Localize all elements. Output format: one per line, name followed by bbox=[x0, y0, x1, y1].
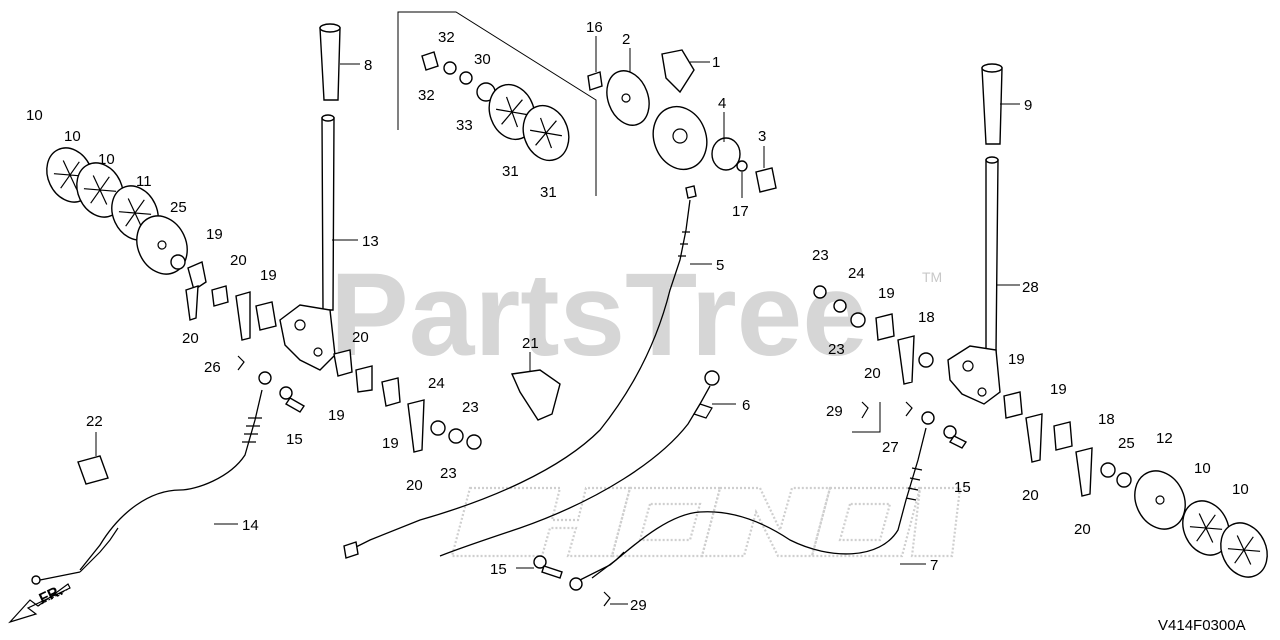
callout-19b: 19 bbox=[260, 267, 277, 284]
honda-logo-watermark bbox=[450, 486, 962, 558]
leader-lines bbox=[95, 36, 1020, 605]
callout-20c: 20 bbox=[352, 329, 369, 346]
callout-23a: 23 bbox=[462, 399, 479, 416]
lever-pivot-assembly-left bbox=[279, 304, 336, 371]
callout-17: 17 bbox=[732, 203, 749, 220]
forward-arrow-icon bbox=[8, 583, 71, 624]
callout-25b: 25 bbox=[1118, 435, 1135, 452]
callout-6: 6 bbox=[742, 397, 750, 414]
callout-20a: 20 bbox=[182, 330, 199, 347]
callout-15c: 15 bbox=[954, 479, 971, 496]
callout-16: 16 bbox=[586, 19, 603, 36]
choke-knob-assembly bbox=[587, 49, 777, 193]
callout-10c: 10 bbox=[98, 151, 115, 168]
figure-code: V414F0300A bbox=[1158, 617, 1246, 634]
callout-10a: 10 bbox=[26, 107, 43, 124]
plates-washers-right bbox=[813, 285, 1132, 497]
kit-parts-30-33 bbox=[421, 51, 570, 162]
callout-12: 12 bbox=[1156, 430, 1173, 447]
callout-14: 14 bbox=[242, 517, 259, 534]
callout-19a: 19 bbox=[206, 226, 223, 243]
trademark-mark: TM bbox=[922, 269, 942, 285]
cable-clamp-21 bbox=[510, 369, 561, 421]
callout-29a: 29 bbox=[826, 403, 843, 420]
callout-labels: 1 2 3 4 5 6 7 8 9 10 10 10 10 10 11 12 1… bbox=[26, 19, 1249, 614]
callout-10d: 10 bbox=[1194, 460, 1211, 477]
clip-26 bbox=[237, 355, 245, 371]
callout-24b: 24 bbox=[848, 265, 865, 282]
callout-5: 5 bbox=[716, 257, 724, 274]
throttle-lever-right bbox=[985, 156, 999, 353]
callout-19g: 19 bbox=[1050, 381, 1067, 398]
callout-8: 8 bbox=[364, 57, 372, 74]
callout-15b: 15 bbox=[490, 561, 507, 578]
clip-27 bbox=[905, 401, 913, 417]
callout-27: 27 bbox=[882, 439, 899, 456]
plates-washers-left bbox=[170, 254, 482, 453]
callout-19d: 19 bbox=[382, 435, 399, 452]
callout-18b: 18 bbox=[1098, 411, 1115, 428]
callout-3: 3 bbox=[758, 128, 766, 145]
callout-4: 4 bbox=[718, 95, 726, 112]
watermark-text: PartsTree bbox=[330, 249, 868, 381]
callout-26: 26 bbox=[204, 359, 221, 376]
cable-7 bbox=[569, 411, 935, 591]
callout-10b: 10 bbox=[64, 128, 81, 145]
callout-2: 2 bbox=[622, 31, 630, 48]
callout-31b: 31 bbox=[540, 184, 557, 201]
callout-19c: 19 bbox=[328, 407, 345, 424]
callout-25a: 25 bbox=[170, 199, 187, 216]
callout-20g: 20 bbox=[1074, 521, 1091, 538]
callout-9: 9 bbox=[1024, 97, 1032, 114]
friction-discs-right bbox=[1134, 470, 1268, 578]
callout-28: 28 bbox=[1022, 279, 1039, 296]
lever-grip-right bbox=[981, 63, 1003, 145]
lever-grip-left bbox=[319, 23, 341, 101]
callout-19f: 19 bbox=[1008, 351, 1025, 368]
callout-23d: 23 bbox=[828, 341, 845, 358]
friction-discs-left bbox=[46, 147, 188, 275]
bolt-15-left bbox=[279, 386, 305, 413]
callout-30: 30 bbox=[474, 51, 491, 68]
clip-29-right bbox=[852, 401, 881, 433]
callout-29b: 29 bbox=[630, 597, 647, 614]
callout-7: 7 bbox=[930, 557, 938, 574]
cable-clip-22 bbox=[77, 455, 109, 485]
callout-19e: 19 bbox=[878, 285, 895, 302]
callout-32a: 32 bbox=[438, 29, 455, 46]
direction-label: FR. bbox=[37, 582, 66, 608]
callout-15a: 15 bbox=[286, 431, 303, 448]
callout-31a: 31 bbox=[502, 163, 519, 180]
callout-1: 1 bbox=[712, 54, 720, 71]
callout-33: 33 bbox=[456, 117, 473, 134]
callout-13: 13 bbox=[362, 233, 379, 250]
clip-29-bottom bbox=[603, 591, 611, 607]
callout-22: 22 bbox=[86, 413, 103, 430]
callout-23b: 23 bbox=[440, 465, 457, 482]
callout-24a: 24 bbox=[428, 375, 445, 392]
callout-20e: 20 bbox=[864, 365, 881, 382]
callout-20f: 20 bbox=[1022, 487, 1039, 504]
callout-20d: 20 bbox=[406, 477, 423, 494]
bolt-15-bottom bbox=[533, 555, 563, 579]
lever-pivot-assembly-right bbox=[947, 345, 1001, 405]
callout-32b: 32 bbox=[418, 87, 435, 104]
callout-10e: 10 bbox=[1232, 481, 1249, 498]
callout-18a: 18 bbox=[918, 309, 935, 326]
cable-14 bbox=[31, 371, 272, 585]
bolt-15-right bbox=[943, 425, 968, 449]
callout-11: 11 bbox=[136, 173, 152, 190]
cables-5-6 bbox=[343, 185, 720, 559]
kit-bracket bbox=[397, 11, 597, 196]
callout-21: 21 bbox=[522, 335, 539, 352]
throttle-lever-left bbox=[321, 114, 335, 311]
callout-20b: 20 bbox=[230, 252, 247, 269]
callout-23c: 23 bbox=[812, 247, 829, 264]
